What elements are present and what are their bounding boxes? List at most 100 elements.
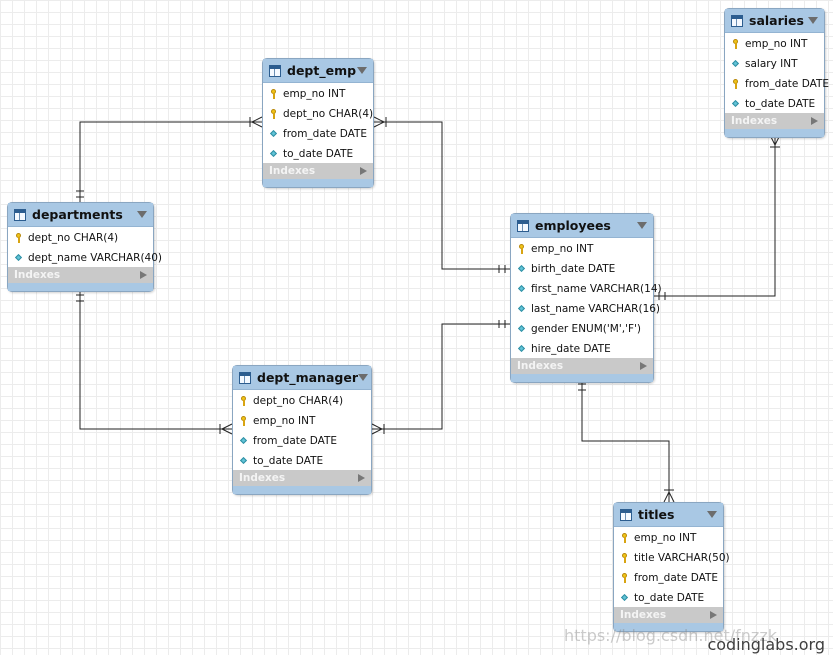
column-definition: birth_date DATE <box>531 263 616 275</box>
column-row[interactable]: from_date DATE <box>263 124 373 144</box>
collapse-caret-icon[interactable] <box>707 511 717 518</box>
column-definition: dept_name VARCHAR(40) <box>28 252 162 264</box>
primary-key-icon <box>620 533 630 543</box>
column-diamond-icon <box>269 129 279 139</box>
blog-watermark: https://blog.csdn.net/fnzzk <box>564 626 777 645</box>
table-bottom-strip <box>233 486 371 494</box>
table-name: employees <box>535 218 611 233</box>
expand-arrow-icon[interactable] <box>811 117 818 125</box>
table-icon <box>14 208 26 221</box>
column-row[interactable]: dept_no CHAR(4) <box>233 391 371 411</box>
table-bottom-strip <box>614 623 723 631</box>
crow-foot-prong <box>251 116 263 123</box>
column-row[interactable]: last_name VARCHAR(16) <box>511 299 660 319</box>
column-definition: dept_no CHAR(4) <box>283 108 374 120</box>
table-name: dept_manager <box>257 370 358 385</box>
column-list: dept_no CHAR(4) dept_name VARCHAR(40) <box>8 227 162 268</box>
table-name: dept_emp <box>287 63 357 78</box>
crow-foot-prong <box>371 428 383 435</box>
indexes-section[interactable]: Indexes <box>8 267 153 283</box>
table-bottom-strip <box>511 374 653 382</box>
column-row[interactable]: hire_date DATE <box>511 339 653 359</box>
column-row[interactable]: gender ENUM('M','F') <box>511 319 653 339</box>
column-row[interactable]: from_date DATE <box>614 568 723 588</box>
column-row[interactable]: birth_date DATE <box>511 259 653 279</box>
collapse-caret-icon[interactable] <box>808 17 818 24</box>
collapse-caret-icon[interactable] <box>637 222 647 229</box>
column-row[interactable]: salary INT <box>725 54 824 74</box>
column-diamond-icon <box>269 149 279 159</box>
indexes-section[interactable]: Indexes <box>511 358 653 374</box>
column-row[interactable]: to_date DATE <box>263 144 373 164</box>
indexes-section[interactable]: Indexes <box>233 470 371 486</box>
expand-arrow-icon[interactable] <box>640 362 647 370</box>
table-employees[interactable]: employees emp_no INT birth_date DATE first_… <box>510 213 662 383</box>
relationship-line <box>581 379 670 502</box>
column-row[interactable]: first_name VARCHAR(14) <box>511 279 662 299</box>
relationship-employees-salaries <box>654 134 781 300</box>
column-definition: from_date DATE <box>745 78 830 90</box>
table-departments[interactable]: departments dept_no CHAR(4) dept_name VARC… <box>7 202 162 292</box>
table-titles[interactable]: titles emp_no INT title VARCHAR(50) from_da… <box>613 502 730 632</box>
crow-foot-prong <box>373 121 385 128</box>
column-definition: to_date DATE <box>253 455 324 467</box>
column-row[interactable]: emp_no INT <box>233 411 371 431</box>
expand-arrow-icon[interactable] <box>360 167 367 175</box>
column-row[interactable]: to_date DATE <box>614 588 723 608</box>
expand-arrow-icon[interactable] <box>140 271 147 279</box>
collapse-caret-icon[interactable] <box>357 374 368 381</box>
column-row[interactable]: dept_name VARCHAR(40) <box>8 248 162 268</box>
indexes-label: Indexes <box>269 165 316 177</box>
indexes-label: Indexes <box>620 609 667 621</box>
table-header[interactable]: departments <box>8 203 153 227</box>
column-row[interactable]: dept_no CHAR(4) <box>8 228 153 248</box>
indexes-section[interactable]: Indexes <box>263 163 373 179</box>
table-name: titles <box>638 507 675 522</box>
column-row[interactable]: dept_no CHAR(4) <box>263 104 373 124</box>
expand-arrow-icon[interactable] <box>710 611 717 619</box>
table-icon <box>269 64 281 77</box>
primary-key-icon <box>731 39 741 49</box>
relationship-departments-dept-emp <box>76 116 263 202</box>
table-icon <box>239 371 251 384</box>
column-definition: last_name VARCHAR(16) <box>531 303 661 315</box>
column-row[interactable]: to_date DATE <box>725 94 824 114</box>
column-row[interactable]: title VARCHAR(50) <box>614 548 730 568</box>
column-row[interactable]: emp_no INT <box>725 34 824 54</box>
table-header[interactable]: titles <box>614 503 723 527</box>
table-bottom-strip <box>8 283 153 291</box>
table-dept-emp[interactable]: dept_emp emp_no INT dept_no CHAR(4) from_da… <box>262 58 374 188</box>
column-diamond-icon <box>517 304 527 314</box>
column-definition: hire_date DATE <box>531 343 611 355</box>
indexes-section[interactable]: Indexes <box>614 607 723 623</box>
column-row[interactable]: from_date DATE <box>233 431 371 451</box>
column-definition: emp_no INT <box>634 532 697 544</box>
indexes-section[interactable]: Indexes <box>725 113 824 129</box>
column-definition: title VARCHAR(50) <box>634 552 730 564</box>
column-row[interactable]: from_date DATE <box>725 74 829 94</box>
table-bottom-strip <box>725 129 824 137</box>
collapse-caret-icon[interactable] <box>137 211 147 218</box>
table-header[interactable]: salaries <box>725 9 824 33</box>
table-header[interactable]: dept_manager <box>233 366 371 390</box>
expand-arrow-icon[interactable] <box>358 474 365 482</box>
table-name: departments <box>32 207 123 222</box>
column-row[interactable]: emp_no INT <box>263 84 373 104</box>
relationship-line <box>374 121 510 270</box>
column-diamond-icon <box>620 593 630 603</box>
crow-foot-prong <box>251 121 263 128</box>
table-icon <box>620 508 632 521</box>
table-header[interactable]: dept_emp <box>263 59 373 83</box>
crow-foot-prong <box>371 423 383 430</box>
column-row[interactable]: to_date DATE <box>233 451 371 471</box>
column-row[interactable]: emp_no INT <box>614 528 723 548</box>
collapse-caret-icon[interactable] <box>357 67 367 74</box>
column-diamond-icon <box>239 456 249 466</box>
column-definition: to_date DATE <box>745 98 816 110</box>
column-row[interactable]: emp_no INT <box>511 239 653 259</box>
table-header[interactable]: employees <box>511 214 653 238</box>
crow-foot-prong <box>668 491 675 503</box>
